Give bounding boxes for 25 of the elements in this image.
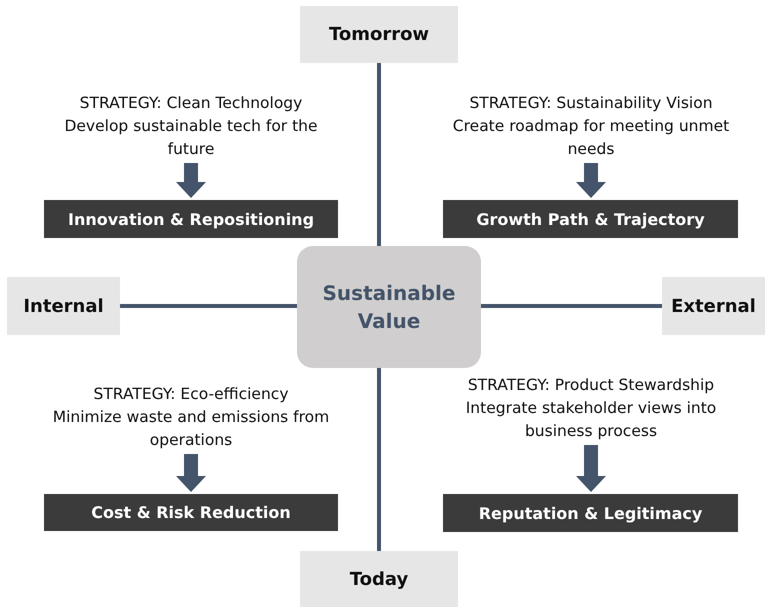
axis-label-box: Today bbox=[300, 551, 458, 607]
outcome-box: Cost & Risk Reduction bbox=[44, 494, 338, 531]
strategy-description: Develop sustainable tech for the future bbox=[63, 116, 319, 160]
connector-line bbox=[377, 63, 381, 246]
outcome-box: Innovation & Repositioning bbox=[44, 200, 338, 238]
connector-line bbox=[120, 304, 297, 308]
connector-line bbox=[377, 368, 381, 551]
outcome-box: Growth Path & Trajectory bbox=[443, 200, 738, 238]
block-arrow bbox=[176, 163, 206, 198]
axis-label-box: External bbox=[662, 277, 765, 335]
block-arrow bbox=[576, 445, 606, 492]
strategy-description: Integrate stakeholder views into business process bbox=[464, 398, 718, 442]
strategy-heading: STRATEGY: Product Stewardship bbox=[468, 375, 714, 396]
connector-line bbox=[481, 304, 662, 308]
strategy-heading: STRATEGY: Eco-efficiency bbox=[94, 384, 288, 405]
block-arrow bbox=[576, 163, 606, 198]
axis-label-box: Tomorrow bbox=[300, 6, 458, 63]
center-box: Sustainable Value bbox=[297, 246, 481, 368]
axis-label-box: Internal bbox=[7, 277, 120, 335]
strategy-description: Create roadmap for meeting unmet needs bbox=[452, 116, 730, 160]
strategy-description: Minimize waste and emissions from operations bbox=[52, 407, 330, 451]
outcome-box: Reputation & Legitimacy bbox=[443, 494, 738, 532]
strategy-heading: STRATEGY: Clean Technology bbox=[80, 93, 302, 114]
block-arrow bbox=[176, 454, 206, 492]
strategy-heading: STRATEGY: Sustainability Vision bbox=[469, 93, 713, 114]
